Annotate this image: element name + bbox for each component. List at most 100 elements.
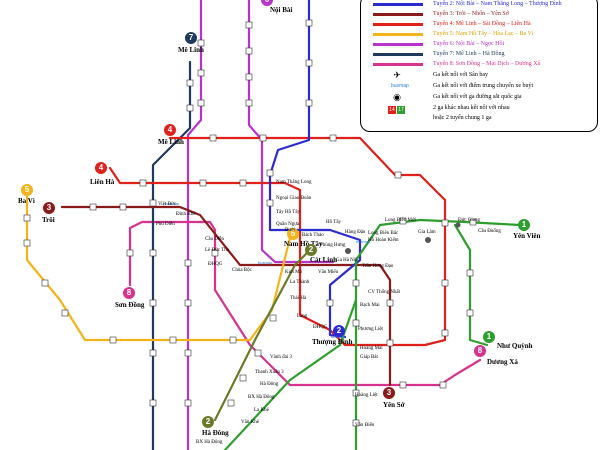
station-label: Vành đai 3 — [270, 355, 292, 360]
legend-interchange-2: hoặc 2 tuyến chung 1 ga — [433, 115, 492, 121]
station-label: Văn Khê — [241, 420, 259, 425]
station-label: Ngoại Giao Đoàn — [276, 196, 312, 201]
terminal-ha-dong: Hà Đông — [202, 429, 229, 437]
train-icon: ◉ — [393, 92, 401, 102]
line-4-route — [108, 136, 447, 347]
station-label: Việt Đức — [158, 202, 177, 207]
line-5-badge-nam-ho-tay: 5 — [287, 228, 299, 240]
line-7-badge-me-linh: 7 — [185, 32, 197, 44]
station-markers — [23, 19, 477, 427]
legend-line-2: Tuyến 2: Nội Bài – Nam Thăng Long – Thượ… — [373, 0, 595, 9]
station-label: Láng — [297, 314, 308, 319]
station-label: Lê Đức Thọ — [205, 248, 230, 253]
station-label: Hoàng Mai — [360, 346, 383, 351]
line-5-badge-ba-vi: 5 — [21, 184, 33, 196]
legend-box: Tuyến 2: Nội Bài – Nam Thăng Long – Thượ… — [360, 0, 598, 132]
station-label: Bách Thảo — [302, 233, 324, 238]
line-1-route — [223, 218, 522, 450]
line-3-badge-yen-so: 3 — [383, 387, 395, 399]
station-label: Cầu Diễn — [205, 237, 225, 242]
rail-markers — [345, 222, 461, 254]
line-1-badge-nhu-quynh: 1 — [483, 331, 495, 343]
terminal-nam-ho-tay: Nam Hồ Tây — [284, 240, 323, 248]
line-3-badge-troi: 3 — [43, 202, 55, 214]
station-label: BX Hà Đông — [248, 395, 275, 400]
station-label: Trần Hưng Đạo — [362, 264, 394, 269]
station-label: Đức Giang — [458, 218, 481, 223]
station-label: Kim Mã — [285, 270, 302, 275]
terminal-yen-so: Yên Sở — [383, 401, 405, 409]
line-6-badge: 6 — [261, 0, 273, 6]
line-7-route — [151, 60, 192, 450]
legend-rail: ◉Ga kết nối với ga đường sắt quốc gia — [373, 92, 595, 102]
terminal-thuong-dinh: Thượng Đình — [312, 338, 353, 346]
station-label: Nam Thăng Long — [276, 180, 312, 185]
legend-line-6: Tuyến 6: Nội Bài – Ngọc Hồi — [373, 39, 595, 49]
line-6-branch — [186, 0, 203, 450]
station-label: Tây Hồ Tây — [276, 210, 301, 215]
svg-text:busmap: busmap — [258, 260, 273, 265]
terminal-cat-linh: Cát Linh — [310, 256, 338, 264]
terminal-me-linh-7: Mê Linh — [178, 46, 204, 54]
line-8-badge-duong-xa: 8 — [474, 345, 486, 357]
svg-text:busmap: busmap — [165, 201, 180, 206]
line-8-route — [128, 220, 482, 387]
station-label: La Khê — [254, 408, 269, 413]
station-label: Phùng Hưng — [320, 243, 346, 248]
line-2-badge-thuong-dinh: 2 — [333, 325, 345, 337]
terminal-yen-vien: Yên Viên — [513, 232, 541, 240]
station-label: CV Thống Nhất — [368, 290, 401, 295]
station-label: Ga Hà Nội — [336, 258, 358, 263]
station-label: Văn Miếu — [318, 270, 339, 275]
terminal-nhu-quynh: Như Quỳnh — [497, 342, 533, 350]
line-1-badge-yen-vien: 1 — [518, 219, 530, 231]
station-label: Phú Diễn — [156, 222, 175, 227]
svg-text:busmap: busmap — [356, 239, 371, 244]
legend-line-8: Tuyến 8: Sơn Đồng – Mai Dịch – Dương Xá — [373, 59, 595, 69]
line-4-badge-me-linh: 4 — [164, 124, 176, 136]
station-label: Bạch Mai — [360, 303, 380, 308]
station-label: Quần Ngựa — [276, 222, 300, 227]
legend-line-7: Tuyến 7: Mê Linh – Hà Đông — [373, 49, 595, 59]
terminal-troi: Trôi — [42, 216, 55, 224]
line-1-branch — [453, 223, 489, 347]
terminal-lien-ha: Liên Hà — [90, 178, 115, 186]
station-label: Long Biên Mới — [385, 218, 416, 223]
station-label: Hoàng Liệt — [355, 393, 378, 398]
station-label: Thái Hà — [290, 296, 307, 301]
line-2a-badge-ha-dong: 2 — [202, 416, 214, 428]
line-4-badge-lien-ha: 4 — [95, 162, 107, 174]
station-label: Chùa Bộc — [232, 268, 252, 273]
station-label: BX Hà Đông — [196, 440, 223, 445]
station-label: Bưởi — [285, 228, 296, 233]
terminal-noi-bai: Nội Bài — [270, 6, 293, 14]
station-label: Cầu Đuống — [478, 229, 501, 234]
station-label: Thanh Xuân 3 — [255, 370, 284, 375]
station-label: Đình Khê — [176, 212, 196, 217]
station-label: ĐHQG — [313, 325, 328, 330]
station-label: Giáp Bát — [360, 355, 378, 360]
line-2a-route — [213, 248, 312, 422]
station-label: Hồ Hoàn Kiếm — [368, 238, 399, 243]
station-label: La Thành — [290, 280, 310, 285]
line-3-route — [60, 205, 392, 387]
line-8-badge-son-dong: 8 — [123, 287, 135, 299]
station-label: Hà Đông — [260, 382, 279, 387]
terminal-ba-vi: Ba Vì — [18, 197, 35, 205]
station-label: Hàng Đậu — [345, 230, 366, 235]
legend-line-4: Tuyến 4: Mê Linh – Sài Đồng – Liên Hà — [373, 19, 595, 29]
station-label: Phương Liệt — [358, 327, 383, 332]
station-label: Long Biên Bắc — [368, 231, 399, 236]
station-label: Văn Điển — [355, 423, 375, 428]
station-label: Gia Lâm — [418, 230, 436, 235]
station-label: ĐHQG — [208, 262, 223, 267]
legend-line-5: Tuyến 5: Nam Hồ Tây – Hòa Lạc – Ba Vì — [373, 29, 595, 39]
legend-airport: ✈Ga kết nối với Sân bay — [373, 70, 595, 80]
legend-line-3: Tuyến 3: Trôi – Nhổn – Yên Sở — [373, 9, 595, 19]
terminal-son-dong: Sơn Đồng — [115, 301, 145, 309]
station-label: Hồ Tây — [326, 220, 342, 225]
